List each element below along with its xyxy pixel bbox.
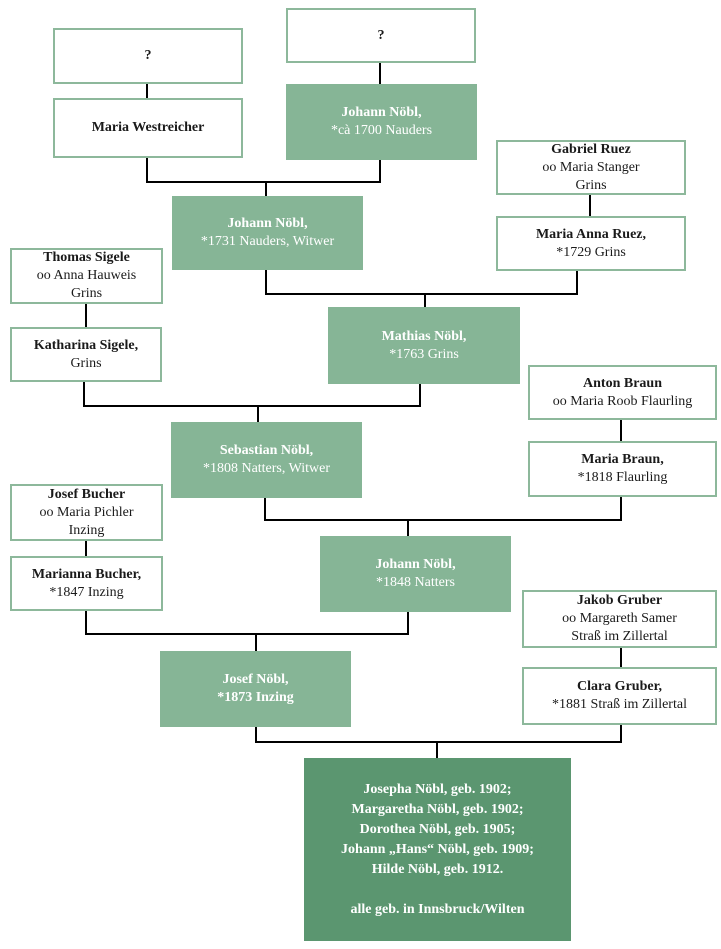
person-name: Josef Nöbl, bbox=[222, 672, 289, 687]
person-name: Maria Anna Ruez, bbox=[535, 226, 647, 242]
person-box-mathias-1763: Mathias Nöbl, *1763 Grins bbox=[328, 307, 520, 384]
person-name: Jakob Gruber bbox=[576, 593, 663, 608]
person-box-maria-braun: Maria Braun, *1818 Flaurling bbox=[528, 441, 717, 497]
person-detail: oo Margareth Samer bbox=[562, 611, 677, 626]
person-box-unknown-left: ? bbox=[53, 28, 243, 84]
person-place: Straß im Zillertal bbox=[571, 629, 668, 644]
person-detail: *1729 Grins bbox=[556, 244, 626, 260]
person-box-katharina-sigele: Katharina Sigele, Grins bbox=[10, 327, 162, 382]
person-box-anton-braun: Anton Braun oo Maria Roob Flaurling bbox=[528, 365, 717, 420]
person-box-johann-1700: Johann Nöbl, *cà 1700 Nauders bbox=[286, 84, 477, 160]
person-detail: oo Anna Hauweis bbox=[36, 268, 137, 283]
person-name: Anton Braun bbox=[583, 375, 662, 391]
person-name: Johann Nöbl, bbox=[341, 105, 422, 120]
person-detail: *1818 Flaurling bbox=[577, 470, 668, 485]
person-detail: oo Maria Pichler bbox=[39, 504, 134, 520]
person-name: Josef Bucher bbox=[47, 486, 126, 502]
person-box-clara-gruber: Clara Gruber, *1881 Straß im Zillertal bbox=[522, 667, 717, 725]
person-name: Marianna Bucher, bbox=[31, 566, 142, 582]
person-name: Thomas Sigele bbox=[43, 250, 130, 265]
person-detail: oo Maria Roob Flaurling bbox=[552, 393, 693, 409]
child-entry: Dorothea Nöbl, geb. 1905; bbox=[359, 821, 516, 837]
person-name: Mathias Nöbl, bbox=[381, 328, 467, 344]
person-detail: *1731 Nauders, Witwer bbox=[200, 234, 335, 249]
child-entry: Johann „Hans“ Nöbl, geb. 1909; bbox=[341, 841, 534, 857]
person-box-thomas-sigele: Thomas Sigele oo Anna Hauweis Grins bbox=[10, 248, 163, 304]
person-detail: *1881 Straß im Zillertal bbox=[552, 697, 687, 712]
person-detail: *1808 Natters, Witwer bbox=[202, 461, 331, 476]
person-name: Sebastian Nöbl, bbox=[219, 443, 314, 458]
person-box-sebastian-1808: Sebastian Nöbl, *1808 Natters, Witwer bbox=[171, 422, 362, 498]
person-detail: *1873 Inzing bbox=[217, 690, 294, 705]
person-place: Grins bbox=[575, 177, 607, 193]
person-name: Maria Westreicher bbox=[91, 120, 205, 135]
person-name: Johann Nöbl, bbox=[375, 557, 456, 572]
person-place: Grins bbox=[70, 286, 103, 301]
person-name: ? bbox=[144, 48, 152, 63]
person-box-josef-1873: Josef Nöbl, *1873 Inzing bbox=[160, 651, 351, 727]
person-name: Johann Nöbl, bbox=[227, 216, 308, 231]
person-name: ? bbox=[377, 27, 385, 43]
person-box-johann-1731: Johann Nöbl, *1731 Nauders, Witwer bbox=[172, 196, 363, 270]
person-name: Gabriel Ruez bbox=[551, 141, 631, 157]
children-box: Josepha Nöbl, geb. 1902; Margaretha Nöbl… bbox=[304, 758, 571, 941]
person-box-maria-westreicher: Maria Westreicher bbox=[53, 98, 243, 158]
person-box-marianna-bucher: Marianna Bucher, *1847 Inzing bbox=[10, 556, 163, 611]
birthplace-note: alle geb. in Innsbruck/Wilten bbox=[350, 901, 525, 917]
person-name: Katharina Sigele, bbox=[33, 337, 139, 353]
person-detail: *1763 Grins bbox=[389, 346, 459, 362]
person-box-johann-1848: Johann Nöbl, *1848 Natters bbox=[320, 536, 511, 612]
person-box-jakob-gruber: Jakob Gruber oo Margareth Samer Straß im… bbox=[522, 590, 717, 648]
person-place: Inzing bbox=[68, 522, 105, 538]
person-detail: *cà 1700 Nauders bbox=[330, 123, 433, 138]
child-entry: Josepha Nöbl, geb. 1902; bbox=[363, 781, 512, 797]
child-entry: Margaretha Nöbl, geb. 1902; bbox=[351, 801, 524, 817]
person-name: Clara Gruber, bbox=[576, 679, 663, 694]
child-entry: Hilde Nöbl, geb. 1912. bbox=[371, 861, 504, 877]
person-detail: *1848 Natters bbox=[376, 575, 455, 590]
person-detail: oo Maria Stanger bbox=[542, 159, 640, 175]
person-detail: Grins bbox=[70, 355, 102, 371]
person-detail: *1847 Inzing bbox=[49, 584, 124, 600]
person-name: Maria Braun, bbox=[581, 452, 664, 467]
person-box-unknown-right: ? bbox=[286, 8, 476, 63]
person-box-josef-bucher: Josef Bucher oo Maria Pichler Inzing bbox=[10, 484, 163, 541]
person-box-maria-anna-ruez: Maria Anna Ruez, *1729 Grins bbox=[496, 216, 686, 271]
person-box-gabriel-ruez: Gabriel Ruez oo Maria Stanger Grins bbox=[496, 140, 686, 195]
